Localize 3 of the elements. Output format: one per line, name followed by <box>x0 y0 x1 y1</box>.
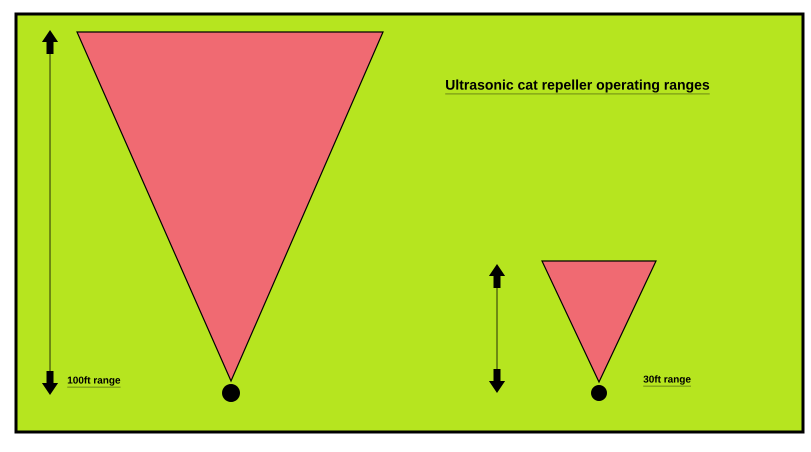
title: Ultrasonic cat repeller operating ranges <box>445 79 710 94</box>
range-label: 100ft range <box>67 376 121 388</box>
range-label: 30ft range <box>643 375 692 386</box>
